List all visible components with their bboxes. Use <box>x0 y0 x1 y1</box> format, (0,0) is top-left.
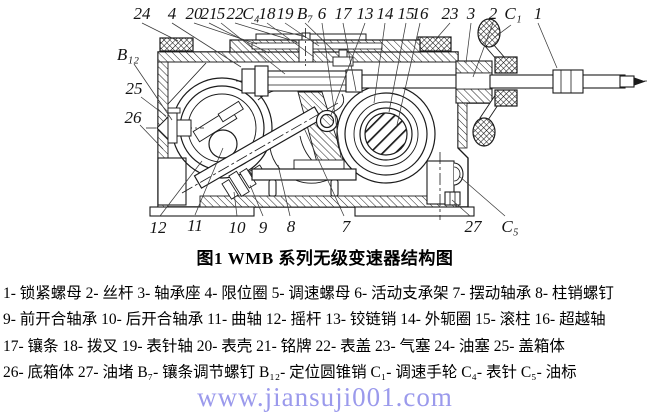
part-label-25: 25 <box>126 79 143 98</box>
part-label-4: 4 <box>168 4 177 23</box>
part-label-13: 13 <box>357 4 374 23</box>
rocker-arm <box>181 93 345 194</box>
legend-line-1: 1- 锁紧螺母 2- 丝杆 3- 轴承座 4- 限位圈 5- 调速螺母 6- 活… <box>3 285 614 302</box>
part-label-C5: C₅ <box>501 217 518 236</box>
breather-plug-23 <box>417 36 452 52</box>
part-label-27: 27 <box>465 217 484 236</box>
watermark-url: www.jiansuji001.com <box>197 382 453 412</box>
legend-line-2: 9- 前开合轴承 10- 后开合轴承 11- 曲轴 12- 摇杆 13- 铰链销… <box>3 311 606 329</box>
part-label-17: 17 <box>335 4 354 23</box>
part-label-12: 12 <box>150 218 168 237</box>
part-label-10: 10 <box>229 218 247 237</box>
part-label-15: 15 <box>398 4 415 23</box>
lead-screw-assembly <box>236 49 648 97</box>
part-label-16: 16 <box>412 4 430 23</box>
parts-legend: 1- 锁紧螺母 2- 丝杆 3- 轴承座 4- 限位圈 5- 调速螺母 6- 活… <box>3 281 649 387</box>
part-label-14: 14 <box>377 4 395 23</box>
handwheel-shaft <box>489 69 646 94</box>
part-label-26: 26 <box>125 108 143 127</box>
leader-lines <box>133 22 558 217</box>
part-label-1: 1 <box>534 4 543 23</box>
part-label-23: 23 <box>442 4 459 23</box>
part-label-8: 8 <box>287 217 296 236</box>
bearing-seat <box>455 60 493 104</box>
part-label-B7: B₇ <box>297 4 313 23</box>
part-label-22: 22 <box>227 4 245 23</box>
part-label-18: 18 <box>259 4 277 23</box>
taper-pin <box>146 107 204 144</box>
part-label-B12: B₁₂ <box>117 45 139 64</box>
part-label-20: 20 <box>186 4 204 23</box>
legend-line-3: 17- 镶条 18- 拨叉 19- 表针轴 20- 表壳 21- 铭牌 22- … <box>3 337 565 355</box>
oil-plug-24 <box>159 37 194 52</box>
part-label-2: 2 <box>489 4 498 23</box>
oil-sight-and-plug <box>439 152 464 220</box>
part-label-24: 24 <box>134 4 152 23</box>
part-label-11: 11 <box>187 216 203 235</box>
gearbox-structure-diagram: 24 4 20 21 5 22 C₄ 18 19 B₇ 6 17 13 14 1… <box>117 4 648 237</box>
overrunning-clutch-assembly <box>336 84 436 184</box>
figure-caption: 图1 WMB 系列无级变速器结构图 <box>196 249 454 268</box>
legend-line-4: 26- 底箱体 27- 油堵 B₇- 镶条调节螺钉 B₁₂- 定位圆锥销 C₁-… <box>3 364 577 382</box>
part-label-21: 21 <box>201 4 218 23</box>
part-label-C1: C₁ <box>504 4 521 23</box>
part-label-7: 7 <box>342 217 352 236</box>
part-label-19: 19 <box>277 4 295 23</box>
part-label-9: 9 <box>259 218 268 237</box>
part-label-3: 3 <box>466 4 476 23</box>
part-label-5: 5 <box>217 4 226 23</box>
part-label-6: 6 <box>318 4 327 23</box>
part-label-C4: C₄ <box>242 4 259 23</box>
handwheel <box>472 18 518 147</box>
part-labels: 24 4 20 21 5 22 C₄ 18 19 B₇ 6 17 13 14 1… <box>117 4 542 237</box>
